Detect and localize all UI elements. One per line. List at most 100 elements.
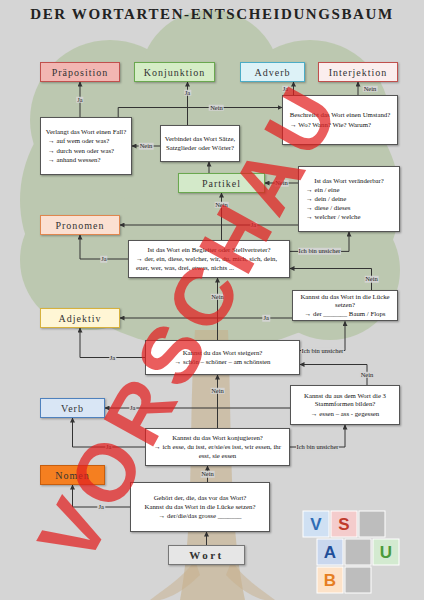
category-label: Interjektion <box>329 67 388 78</box>
logo-tile <box>373 539 399 565</box>
question-text: Verbindet das Wort Sätze, Satzglieder od… <box>164 135 236 151</box>
edge-label: Nein <box>209 104 224 111</box>
question-text: → diese / dieses <box>302 204 396 212</box>
question-text: Ist das Wort ein Begleiter oder Stellver… <box>132 246 286 254</box>
logo-letter: S <box>338 516 349 533</box>
tree-crown <box>20 10 400 350</box>
decision-arrow <box>80 328 145 358</box>
decision-arrow <box>73 418 146 447</box>
decision-arrow <box>358 82 359 95</box>
question-box: Ist das Wort veränderbar?→ ein / eine→ d… <box>298 166 400 232</box>
decision-arrow <box>293 82 294 95</box>
edge-label: Ja <box>98 504 105 511</box>
question-text: Ist das Wort veränderbar? <box>302 177 396 185</box>
logo-tile <box>303 511 329 537</box>
question-text: → der _______ Baum / Flops <box>296 310 394 318</box>
category-box: Pronomen <box>40 215 120 235</box>
question-text: → der, ein, diese, welcher, wir, du, mic… <box>132 255 286 271</box>
edge-label: Nein <box>200 471 215 478</box>
edge-label: Nein <box>364 276 379 283</box>
edge-label: Ich bin unsicher <box>301 347 345 354</box>
category-label: Adjektiv <box>59 313 102 324</box>
category-label: Pronomen <box>55 220 104 231</box>
edge-label: Ja <box>76 96 83 103</box>
category-label: Adverb <box>255 67 291 78</box>
question-text: → dein / deine <box>302 195 396 203</box>
edge-label: Ja <box>250 222 257 229</box>
edge-label: Ich bin unsicher <box>296 444 340 451</box>
question-text: → Wo? Wann? Wie? Warum? <box>286 121 394 129</box>
logo-tile <box>331 511 357 537</box>
logo-letter: U <box>380 544 392 561</box>
question-text: → ein / eine <box>302 186 396 194</box>
tree-root <box>226 560 275 600</box>
logo-tile <box>317 539 343 565</box>
edge-label: Ja <box>262 315 269 322</box>
question-text: Kannst du das Wort in die Lücke setzen? <box>296 293 394 309</box>
category-label: Konjunktion <box>144 67 206 78</box>
question-box: Kannst du das Wort in die Lücke setzen?→… <box>292 290 398 321</box>
logo-tile <box>317 567 343 593</box>
question-box: Gehört der, die, das vor das Wort?Kannst… <box>130 482 270 532</box>
edge-label: Ja <box>105 444 112 451</box>
question-box: Kannst du das Wort steigern?→ schön – sc… <box>145 340 300 375</box>
edge-label: Nein <box>363 85 378 92</box>
decision-arrow <box>120 225 298 226</box>
decision-arrow <box>118 108 282 118</box>
start-box: Wort <box>168 545 245 565</box>
logo-tile <box>345 539 371 565</box>
category-box: Adjektiv <box>40 308 120 328</box>
question-box: Verbindet das Wort Sätze, Satzglieder od… <box>160 125 240 162</box>
decision-arrow <box>209 162 210 173</box>
category-box: Konjunktion <box>134 62 215 82</box>
question-text: → der/die/das grosse _______ <box>134 512 266 520</box>
logo-letter: A <box>324 544 336 561</box>
edge-label: Ja <box>184 90 191 97</box>
question-box: Beschreibt das Wort einen Umstand? → Wo? … <box>282 95 398 145</box>
edge-label: Ja <box>129 405 136 412</box>
decision-arrow <box>206 532 207 545</box>
question-text: → anhand wessen? <box>44 156 128 164</box>
category-label: Präposition <box>52 67 109 78</box>
category-label: Partikel <box>202 178 241 189</box>
edge-label: Nein <box>360 372 375 379</box>
question-text: → durch wen oder was? <box>44 147 128 155</box>
tree-root <box>150 560 200 600</box>
edge-label: Nein <box>274 180 289 187</box>
question-text: Gehört der, die, das vor das Wort? <box>134 494 266 502</box>
edge-label: Nein <box>139 143 154 150</box>
question-box: Kannst du das Wort konjugieren?→ ich ess… <box>145 428 290 466</box>
question-text: → essen – ass - gegessen <box>294 410 396 418</box>
category-label: Nomen <box>55 470 89 481</box>
question-box: Ist das Wort ein Begleiter oder Stellver… <box>128 240 290 278</box>
category-box: Nomen <box>40 465 105 485</box>
edge-label: Ja <box>100 256 107 263</box>
edge-label: Nein <box>210 293 225 300</box>
question-text: Kannst du das Wort steigern? <box>149 349 296 357</box>
edge-label: Ja <box>109 354 116 361</box>
decision-arrow <box>290 269 372 291</box>
question-text: Kannst du das Wort konjugieren? <box>149 434 286 442</box>
category-box: Partikel <box>178 173 265 193</box>
edge-label: Nein <box>214 202 229 209</box>
question-text: Beschreibt das Wort einen Umstand? <box>286 111 394 119</box>
decision-arrow <box>217 278 218 340</box>
category-box: Präposition <box>40 62 120 82</box>
logo-tile <box>359 511 385 537</box>
question-text: → ich esse, du isst, er/sie/es isst, wir… <box>149 443 286 459</box>
category-label: Verb <box>61 403 84 414</box>
question-text: Kannst du das Wort in die Lücke setzen? <box>134 503 266 511</box>
decision-arrow <box>300 321 345 350</box>
logo <box>303 511 399 593</box>
category-label: Wort <box>189 549 223 561</box>
decision-arrow <box>300 365 367 386</box>
question-box: Verlangt das Wort einen Fall?→ auf wem o… <box>40 117 132 175</box>
logo-letter: V <box>310 516 321 533</box>
decision-arrow <box>187 82 188 125</box>
logo-tile <box>345 567 371 593</box>
edge-label: Ja <box>282 85 289 92</box>
question-text: Kannst du aus dem Wort die 3 Stammformen… <box>294 392 396 408</box>
edge-label: Nein <box>210 388 225 395</box>
decision-arrow <box>221 193 222 240</box>
